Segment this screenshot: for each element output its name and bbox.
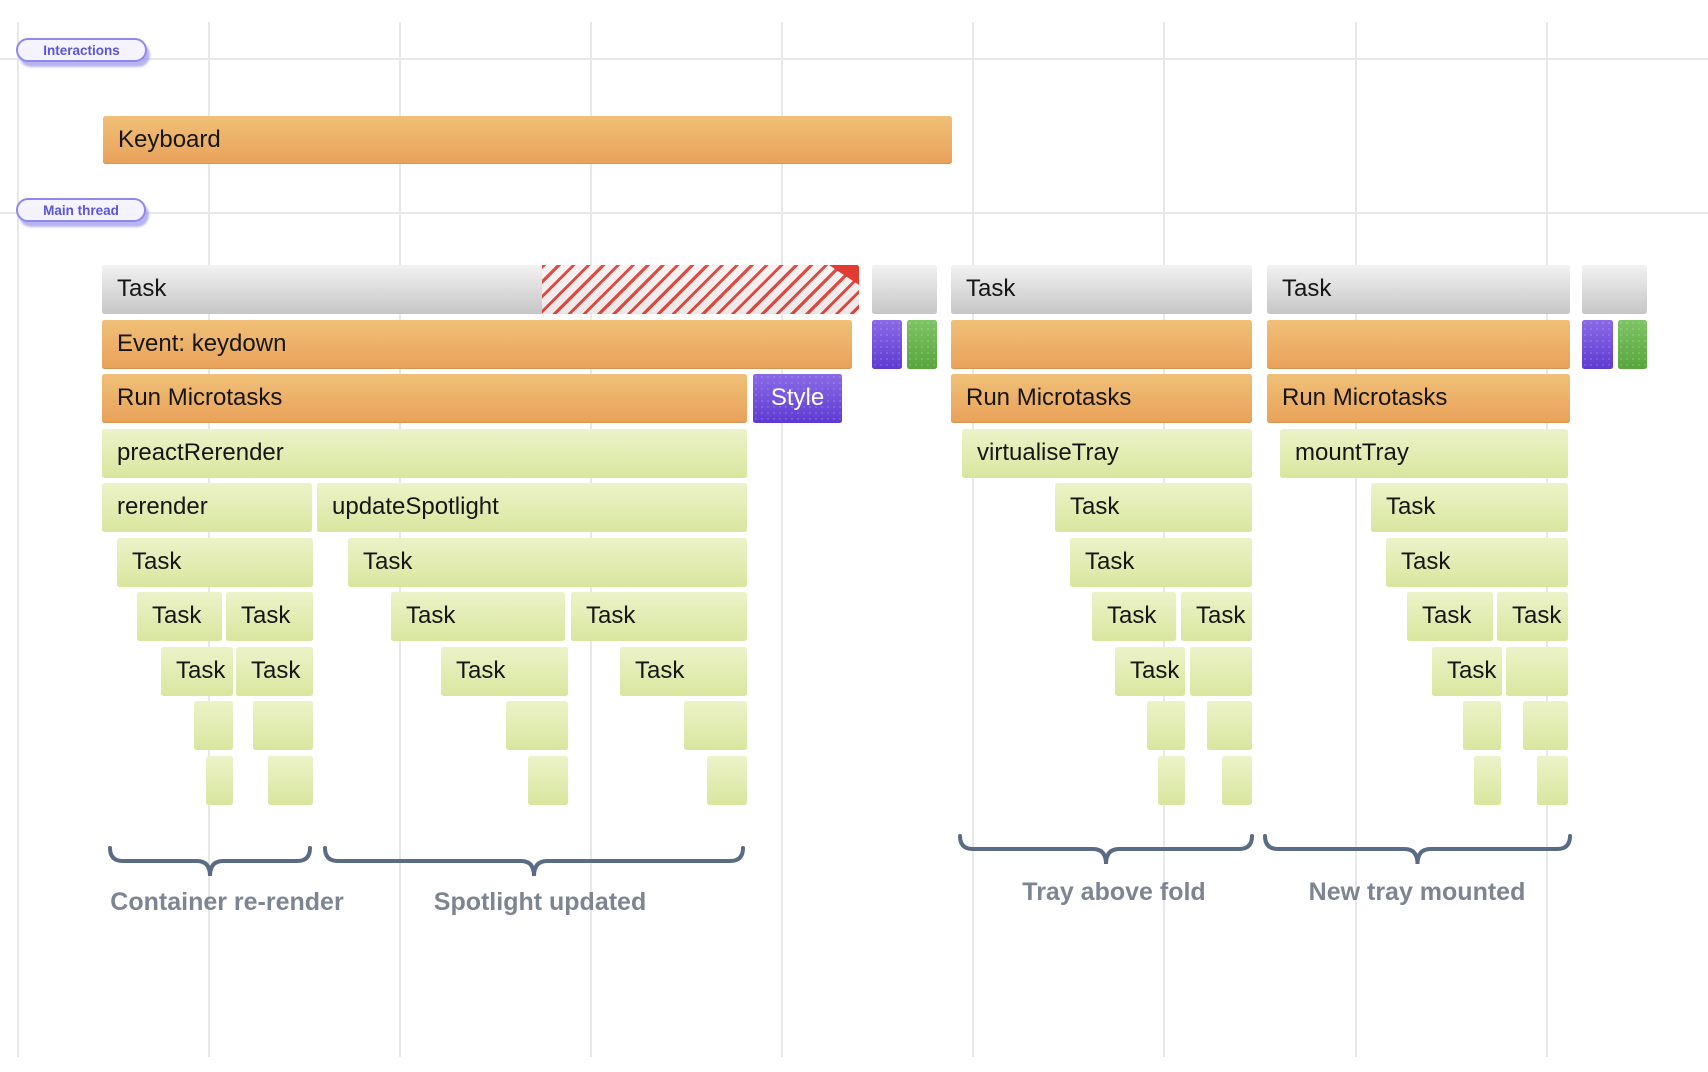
flame-bar-updatespotlight[interactable]: updateSpotlight — [317, 483, 747, 532]
long-task-stripes — [542, 265, 859, 314]
flame-bar-task[interactable]: Task — [137, 592, 222, 641]
flame-bar-task[interactable]: Task — [117, 538, 313, 587]
brace-label: Spotlight updated — [433, 888, 647, 916]
long-task-corner-icon — [829, 265, 859, 285]
brace — [1263, 834, 1572, 865]
flame-bar-rerender[interactable]: rerender — [102, 483, 312, 532]
flame-bar-run-microtasks[interactable]: Run Microtasks — [1267, 374, 1570, 423]
flame-bar[interactable] — [1523, 701, 1568, 750]
flame-bar-task[interactable]: Task — [1371, 483, 1568, 532]
flame-bar-task[interactable]: Task — [1432, 647, 1502, 696]
flame-bar-task[interactable]: Task — [571, 592, 747, 641]
grid-hline — [0, 212, 1708, 214]
flame-bar-preactrerender[interactable]: preactRerender — [102, 429, 747, 478]
brace-label: Tray above fold — [1022, 878, 1206, 906]
flame-bar[interactable] — [951, 320, 1252, 369]
flame-bar-task[interactable]: Task — [1070, 538, 1252, 587]
flame-bar-task[interactable]: Task — [620, 647, 747, 696]
flame-bar-task[interactable]: Task — [391, 592, 565, 641]
flame-bar[interactable] — [1147, 701, 1185, 750]
flame-bar[interactable] — [506, 701, 568, 750]
flame-bar[interactable] — [1207, 701, 1252, 750]
brace — [958, 834, 1254, 865]
flame-bar-event-keydown[interactable]: Event: keydown — [102, 320, 852, 369]
flame-bar[interactable] — [1158, 756, 1185, 805]
flame-bar[interactable] — [1582, 320, 1613, 369]
flame-bar-style[interactable]: Style — [753, 374, 842, 423]
flame-bar-task[interactable]: Task — [1267, 265, 1570, 314]
flame-bar-task[interactable]: Task — [1092, 592, 1176, 641]
flame-bar-task[interactable]: Task — [348, 538, 747, 587]
flame-bar-task[interactable]: Task — [161, 647, 233, 696]
grid-vline — [1355, 22, 1357, 1057]
flame-bar[interactable] — [194, 701, 233, 750]
flame-bar-task[interactable]: Task — [1497, 592, 1568, 641]
flame-bar-virtualisetray[interactable]: virtualiseTray — [962, 429, 1252, 478]
grid-vline — [972, 22, 974, 1057]
brace-label: New tray mounted — [1308, 878, 1526, 906]
brace-label: Container re-render — [110, 888, 344, 916]
flame-bar-run-microtasks[interactable]: Run Microtasks — [102, 374, 747, 423]
grid-vline — [781, 22, 783, 1057]
flame-bar[interactable] — [253, 701, 313, 750]
flame-bar[interactable] — [1463, 701, 1501, 750]
track-label-main-thread[interactable]: Main thread — [16, 198, 146, 222]
flame-bar-task[interactable]: Task — [1407, 592, 1493, 641]
track-label-interactions[interactable]: Interactions — [16, 38, 147, 62]
flame-bar[interactable] — [1618, 320, 1647, 369]
flame-bar[interactable] — [684, 701, 747, 750]
flame-bar-mounttray[interactable]: mountTray — [1280, 429, 1568, 478]
flame-bar-keyboard[interactable]: Keyboard — [103, 116, 952, 164]
flame-bar[interactable] — [707, 756, 747, 805]
flame-bar[interactable] — [1582, 265, 1647, 314]
flame-bar-task[interactable]: Task — [1055, 483, 1252, 532]
flame-bar[interactable] — [907, 320, 937, 369]
flame-bar-task[interactable]: Task — [1115, 647, 1185, 696]
flame-bar[interactable] — [1474, 756, 1501, 805]
flame-bar[interactable] — [1267, 320, 1570, 369]
flame-bar-task[interactable]: Task — [236, 647, 313, 696]
flame-bar[interactable] — [206, 756, 233, 805]
grid-hline — [0, 58, 1708, 60]
flame-bar[interactable] — [1190, 647, 1252, 696]
flame-bar[interactable] — [872, 320, 902, 369]
flame-bar-run-microtasks[interactable]: Run Microtasks — [951, 374, 1252, 423]
brace — [323, 846, 745, 877]
grid-vline — [17, 22, 19, 1057]
flame-bar-task[interactable]: Task — [226, 592, 313, 641]
flame-bar[interactable] — [1222, 756, 1252, 805]
flame-bar[interactable] — [1506, 647, 1568, 696]
flame-bar-task[interactable]: Task — [102, 265, 859, 314]
brace — [108, 846, 312, 877]
flame-bar[interactable] — [268, 756, 313, 805]
flame-bar[interactable] — [528, 756, 568, 805]
flame-bar-task[interactable]: Task — [1386, 538, 1568, 587]
flame-bar-task[interactable]: Task — [951, 265, 1252, 314]
flame-bar[interactable] — [872, 265, 937, 314]
flame-bar[interactable] — [1537, 756, 1568, 805]
flame-bar-task[interactable]: Task — [1181, 592, 1252, 641]
flame-bar-task[interactable]: Task — [441, 647, 568, 696]
